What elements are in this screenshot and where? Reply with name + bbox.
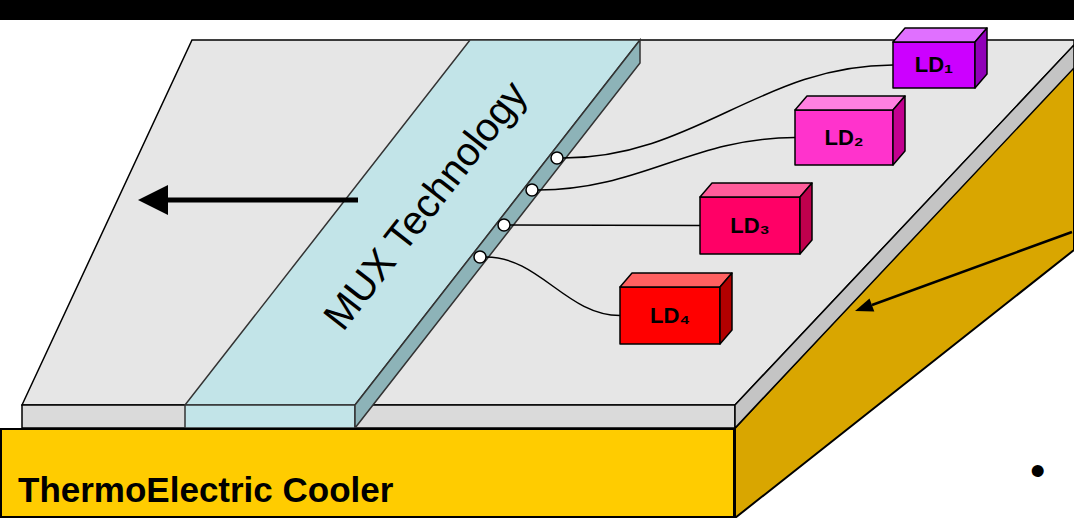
top-bar — [0, 0, 1074, 20]
diode-label: LD₃ — [730, 213, 770, 238]
cube-side — [975, 28, 987, 88]
cube-side — [800, 183, 812, 254]
fiber-connector — [510, 224, 700, 226]
cooler-label: ThermoElectric Cooler — [18, 470, 733, 510]
diode-label: LD₄ — [650, 303, 690, 328]
diode-label: LD₂ — [824, 125, 863, 150]
input-port — [551, 152, 563, 164]
laser-diode: LD₂ — [795, 96, 905, 165]
cooler-front-face: ThermoElectric Cooler — [0, 428, 735, 518]
diode-front-face: LD₃ — [700, 197, 800, 254]
input-port — [526, 184, 538, 196]
pointer-arrow — [872, 232, 1072, 305]
diode-label: LD₁ — [915, 52, 953, 77]
fiber-connector — [538, 138, 795, 191]
cube-top — [795, 96, 905, 110]
mux-front-face — [185, 405, 355, 428]
diode-front-face: LD₄ — [620, 287, 720, 344]
laser-diode: LD₁ — [893, 28, 987, 88]
cube-front — [893, 42, 975, 88]
cube-front — [795, 110, 893, 165]
platform-front-face — [22, 405, 735, 428]
output-arrowhead — [138, 185, 168, 215]
bullet-mark: • — [1030, 446, 1045, 496]
diode-front-face: LD₂ — [795, 110, 893, 165]
cube-side — [720, 273, 732, 344]
cube-top — [620, 273, 732, 287]
pointer-arrowhead — [855, 298, 874, 311]
diode-front-face: LD₁ — [893, 42, 975, 88]
input-port — [498, 219, 510, 231]
cube-top — [700, 183, 812, 197]
input-port — [474, 251, 486, 263]
output-arrow — [164, 198, 358, 203]
cube-front — [700, 197, 800, 254]
laser-diode: LD₃ — [700, 183, 812, 254]
fiber-connector — [486, 257, 620, 316]
laser-diode: LD₄ — [620, 273, 732, 344]
cube-top — [893, 28, 987, 42]
cube-side — [893, 96, 905, 165]
cube-front — [620, 287, 720, 344]
